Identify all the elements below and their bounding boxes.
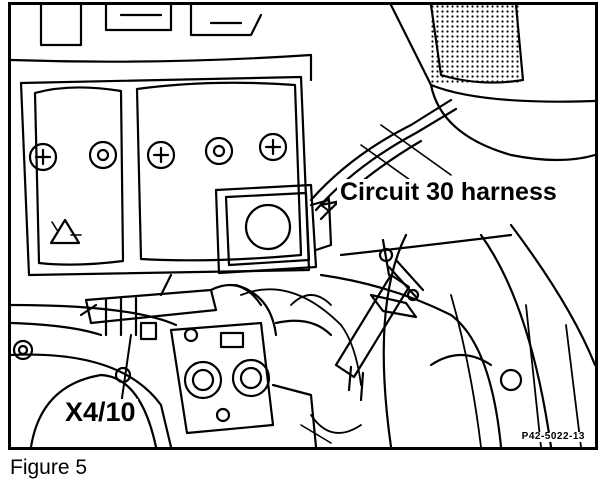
- relay-box: [214, 183, 333, 275]
- figure-caption: Figure 5: [10, 456, 88, 479]
- relay-module: [169, 283, 333, 447]
- connector-x4-10: [79, 273, 218, 406]
- recycle-icon: [49, 218, 81, 245]
- reference-code: P42-5022-13: [519, 431, 587, 442]
- battery: [19, 75, 311, 277]
- valve-assembly: [334, 238, 425, 402]
- connector-x4-10-label: X4/10: [63, 397, 138, 427]
- wire-harness: [309, 98, 458, 221]
- engine-bay-drawing: [11, 5, 595, 447]
- circuit-30-harness-label: Circuit 30 harness: [337, 179, 560, 206]
- technical-illustration: Circuit 30 harness X4/10 P42-5022-13: [8, 2, 598, 450]
